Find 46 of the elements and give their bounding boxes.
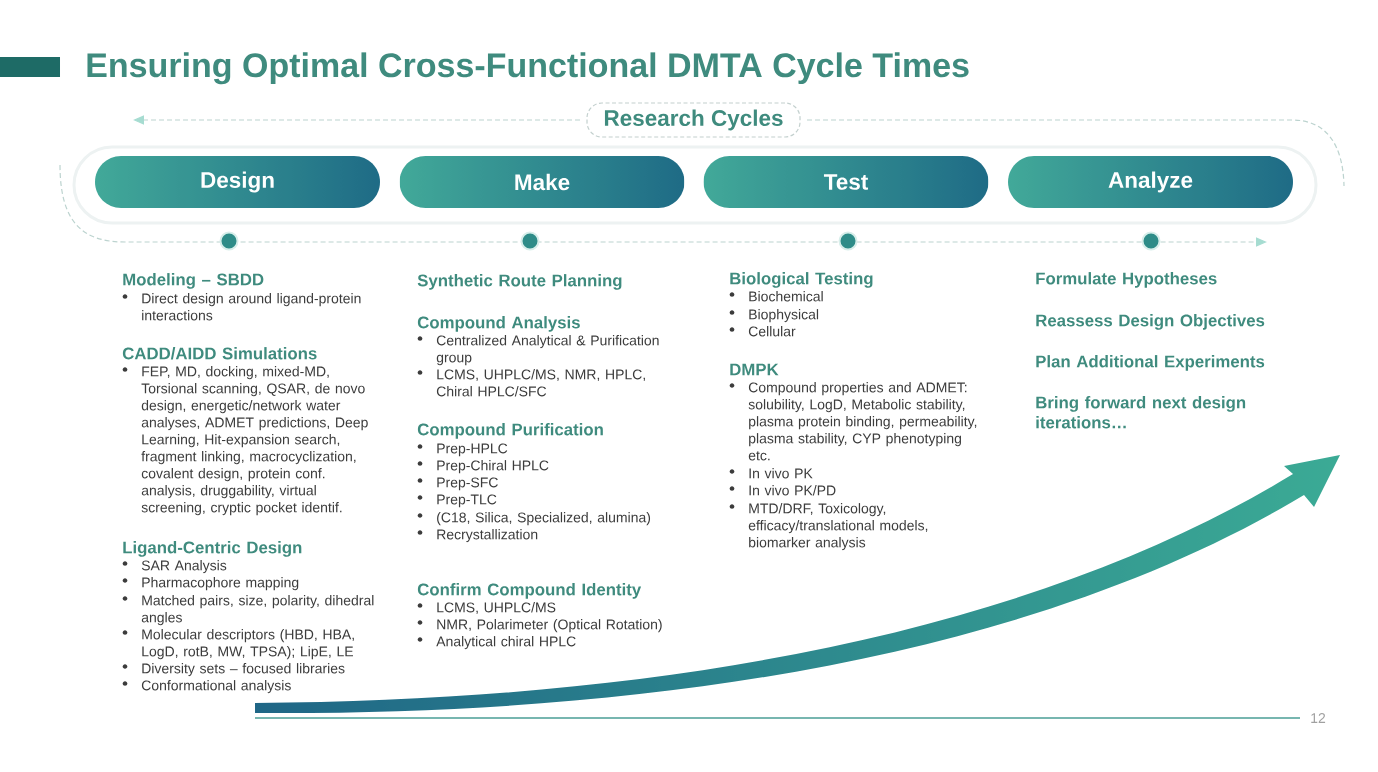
section-heading: Plan Additional Experiments — [1036, 355, 1265, 371]
section-heading: Synthetic Route Planning — [417, 274, 622, 290]
bullet-text: Biochemical — [749, 291, 823, 302]
bullet-text: Compound properties and ADMET: solubility, LogD, Metabolic stability, plasma protein binding, permeability, plasma stability, CYP phenotyping etc. — [748, 382, 977, 461]
bullet-text: LCMS, UHPLC/MS, NMR, HPLC, Chiral HPLC/SFC — [436, 369, 645, 397]
section-heading: Biological Testing — [730, 272, 873, 288]
slide-title: Ensuring Optimal Cross-Functional DMTA Cycle Times — [87, 52, 969, 85]
section-heading: Formulate Hypotheses — [1036, 272, 1217, 288]
section-heading: Bring forward next design iterations… — [1036, 396, 1246, 429]
bullet-text: FEP, MD, docking, mixed-MD, Torsional scanning, QSAR, de novo design, energetic/network water analyses, ADMET predictions, Deep Learning, Hit-expansion search, fragment linking, macrocyclization, covalent design, protein conf. analysis, druggability, virtual screening, cryptic pocket identif. — [141, 366, 368, 516]
bullet-text: Centralized Analytical & Purification group — [436, 335, 659, 366]
stage-label: Make — [515, 173, 570, 191]
bullet-text: Cellular — [748, 326, 796, 337]
bullet-text: MTD/DRF, Toxicology, efficacy/translational models, biomarker analysis — [748, 503, 928, 551]
bullet-text: (C18, Silica, Specialized, alumina) — [437, 512, 651, 526]
section-heading: Compound Purification — [417, 423, 603, 439]
section-heading: Compound Analysis — [417, 316, 580, 332]
stage-label: Test — [823, 174, 869, 190]
bullet-text: Prep-TLC — [437, 494, 497, 508]
section-heading: Reassess Design Objectives — [1036, 314, 1265, 330]
bullet-text: Prep-HPLC — [437, 443, 508, 457]
stage-label: Analyze — [1108, 171, 1193, 193]
bullet-text: Diversity sets – focused libraries — [142, 663, 345, 677]
bullet-text: Molecular descriptors (HBD, HBA, LogD, rotB, MW, TPSA); LipE, LE — [142, 629, 354, 660]
dashed-label-box: Research Cycles — [586, 102, 801, 138]
bullet-text: Recrystallization — [437, 529, 538, 543]
bullet-text: In vivo PK — [749, 468, 813, 479]
section-heading: CADD/AIDD Simulations — [122, 347, 317, 360]
section-heading: Confirm Compound Identity — [417, 583, 642, 599]
bullet-text: Matched pairs, size, polarity, dihedral angles — [141, 595, 374, 626]
stage-label: Design — [201, 171, 274, 193]
page-number: 12 — [1311, 713, 1326, 723]
bullet-text: SAR Analysis — [141, 560, 227, 574]
bullet-text: NMR, Polarimeter (Optical Rotation) — [437, 619, 662, 633]
section-heading: Modeling – SBDD — [123, 273, 264, 289]
bullet-text: Prep-SFC — [437, 477, 498, 491]
bullet-text: In vivo PK/PD — [749, 485, 836, 496]
bullet-text: Conformational analysis — [141, 680, 291, 694]
bullet-text: Prep-Chiral HPLC — [437, 460, 549, 474]
bullet-text: Pharmacophore mapping — [142, 577, 299, 591]
section-heading: Ligand-Centric Design — [123, 541, 302, 557]
bullet-text: Direct design around ligand-protein interactions — [142, 293, 361, 321]
bullet-text: Biophysical — [749, 309, 819, 323]
section-heading: DMPK — [730, 363, 779, 376]
bullet-text: Analytical chiral HPLC — [436, 636, 576, 650]
bullet-text: LCMS, UHPLC/MS — [437, 602, 556, 615]
